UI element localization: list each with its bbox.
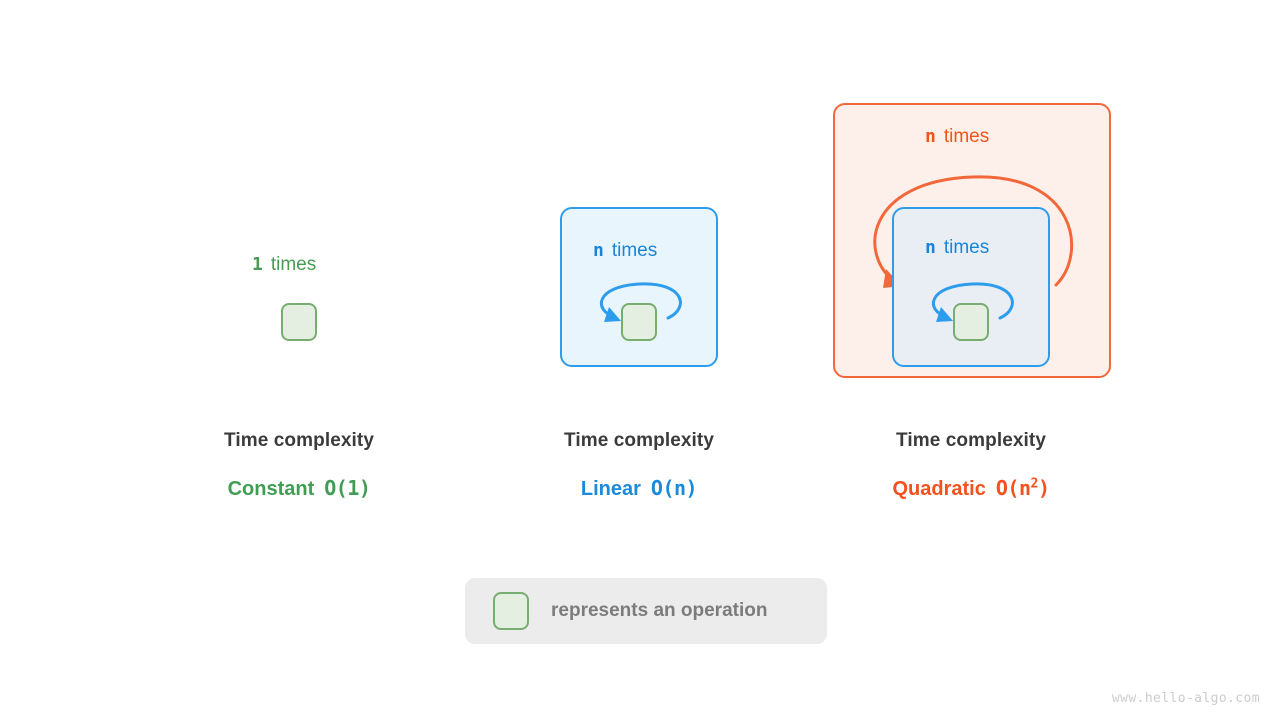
complexity-name: Linear <box>580 478 641 500</box>
caption-value: Constant O(1) <box>169 476 429 501</box>
big-o-notation: O(n2) <box>996 476 1050 500</box>
operation-square-legend-swatch <box>493 592 529 630</box>
complexity-name: Quadratic <box>892 478 986 500</box>
loop-box-quadratic-inner <box>892 207 1050 367</box>
watermark: www.hello-algo.com <box>1111 691 1260 706</box>
loop-box-linear-outer <box>560 207 718 367</box>
legend: represents an operation <box>465 578 827 644</box>
caption-title: Time complexity <box>563 430 715 451</box>
times-word: times <box>270 254 317 275</box>
big-o-exponent: 2 <box>1030 476 1038 492</box>
legend-label: represents an operation <box>551 600 768 621</box>
times-label-constant: 1 times <box>252 255 316 274</box>
times-label-linear: n times <box>593 241 657 260</box>
big-o-notation: O(n) <box>650 476 698 500</box>
caption-constant: Time complexity Constant O(1) <box>169 430 429 501</box>
big-o-notation: O(1) <box>324 476 371 500</box>
caption-value: Quadratic O(n2) <box>841 476 1101 501</box>
complexity-name: Constant <box>227 478 315 500</box>
big-o-base: O(n <box>995 476 1031 500</box>
times-word: times <box>943 237 990 258</box>
caption-quadratic: Time complexity Quadratic O(n2) <box>841 430 1101 501</box>
caption-linear: Time complexity Linear O(n) <box>509 430 769 501</box>
times-word: times <box>943 126 990 147</box>
caption-title: Time complexity <box>895 430 1047 451</box>
big-o-close: ) <box>1037 476 1050 500</box>
operation-square-quadratic <box>953 303 989 341</box>
times-label-quadratic-inner: n times <box>925 238 989 257</box>
operation-square-linear <box>621 303 657 341</box>
operation-square-constant <box>281 303 317 341</box>
caption-value: Linear O(n) <box>509 476 769 501</box>
times-symbol: n <box>593 240 604 261</box>
times-symbol: n <box>925 237 936 258</box>
times-symbol: n <box>925 126 936 147</box>
caption-title: Time complexity <box>223 430 375 451</box>
times-symbol: 1 <box>252 254 263 275</box>
times-label-quadratic-outer: n times <box>925 127 989 146</box>
times-word: times <box>611 240 658 261</box>
